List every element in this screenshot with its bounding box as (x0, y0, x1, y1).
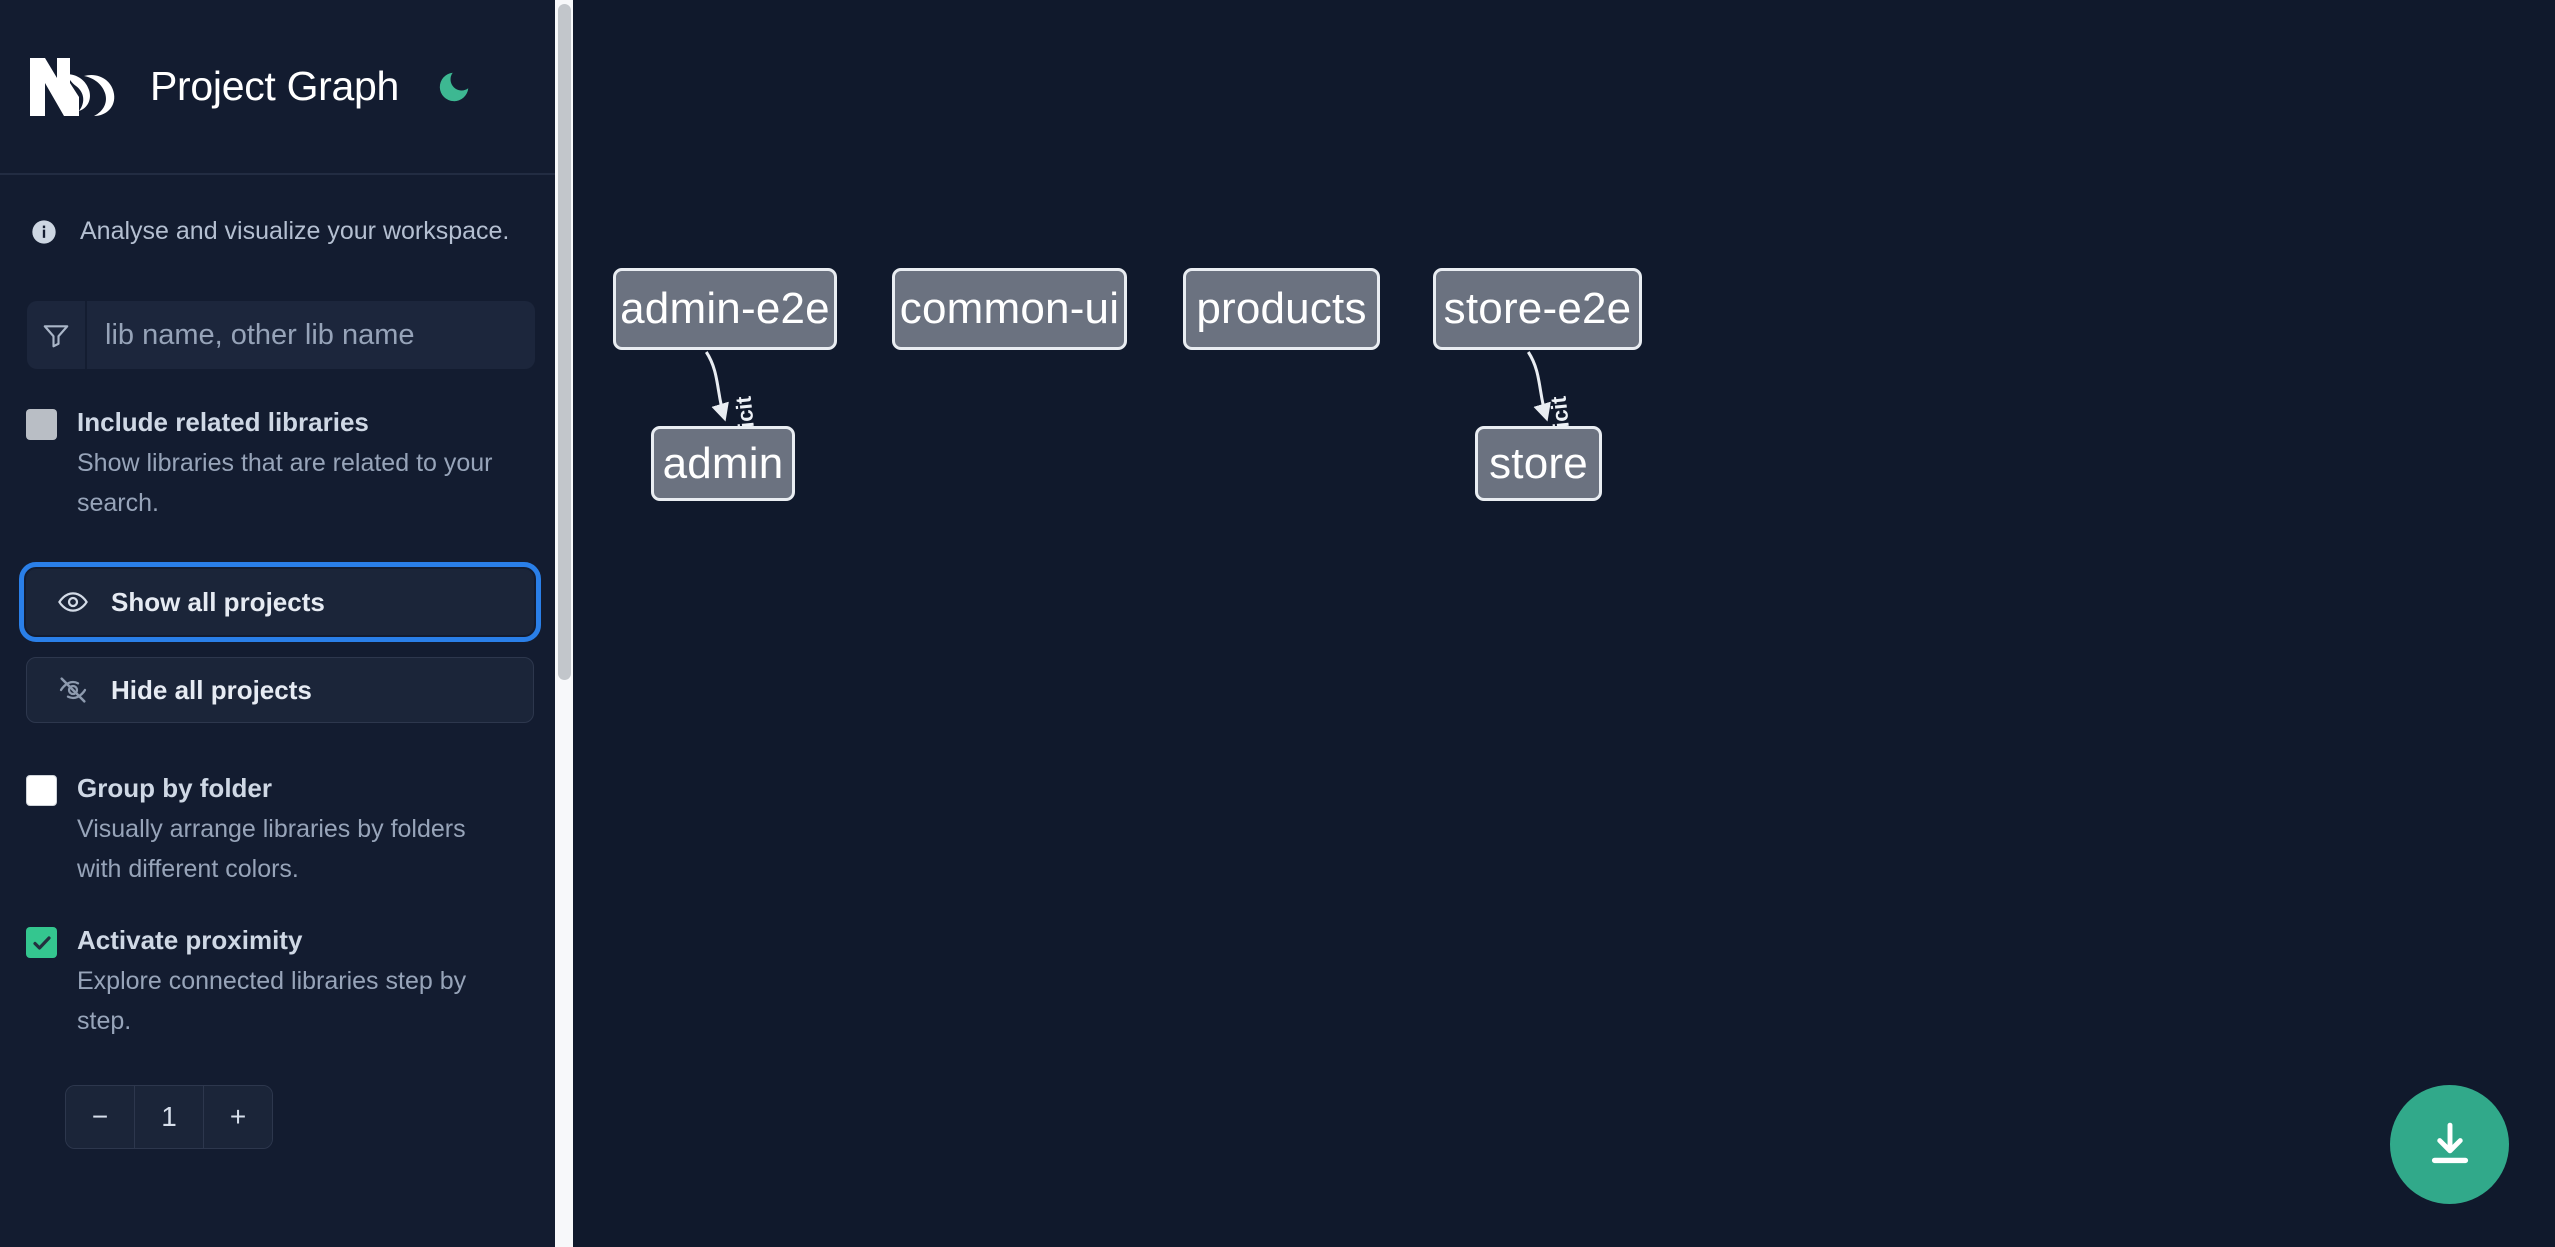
eye-off-icon-svg (59, 677, 87, 703)
check-icon (32, 935, 51, 950)
download-icon (2431, 1122, 2468, 1163)
sidebar-scrollbar-thumb[interactable] (558, 4, 571, 680)
option-title: Include related libraries (77, 407, 369, 437)
proximity-stepper: − 1 + (65, 1085, 273, 1149)
node-label: admin-e2e (620, 284, 830, 333)
node-label: store (1489, 438, 1588, 488)
search-input[interactable] (87, 301, 535, 369)
sidebar-header: Project Graph (0, 0, 555, 175)
edge-admin-e2e-admin (705, 351, 729, 422)
option-description: Explore connected libraries step by step… (77, 967, 467, 1035)
include-related-libraries-checkbox[interactable] (26, 409, 57, 440)
moon-icon[interactable] (431, 64, 477, 110)
moon-icon-svg (439, 72, 469, 101)
option-texts: Activate proximity Explore connected lib… (77, 923, 507, 1041)
option-include-related-libraries: Include related libraries Show libraries… (0, 405, 555, 523)
edge-store-e2e-store (1526, 351, 1551, 422)
info-icon-svg (32, 219, 56, 244)
hide-all-projects-label: Hide all projects (111, 674, 312, 705)
filter-icon-svg (43, 325, 69, 348)
option-title: Group by folder (77, 773, 272, 803)
show-all-projects-button[interactable]: Show all projects (19, 562, 541, 642)
graph-node-products[interactable]: products (1183, 268, 1380, 350)
option-texts: Include related libraries Show libraries… (77, 405, 507, 523)
activate-proximity-checkbox[interactable] (26, 927, 57, 958)
proximity-decrement-button[interactable]: − (66, 1086, 134, 1148)
graph-edges (705, 351, 1551, 422)
option-description: Show libraries that are related to your … (77, 449, 493, 517)
node-label: store-e2e (1443, 284, 1632, 333)
graph-canvas[interactable]: implicit implicit admin-e2e common-ui pr… (555, 0, 2555, 1247)
option-texts: Group by folder Visually arrange librari… (77, 771, 507, 889)
graph-node-store-e2e[interactable]: store-e2e (1433, 268, 1642, 350)
page-title: Project Graph (150, 63, 400, 109)
proximity-value: 1 (134, 1086, 204, 1148)
download-image-button[interactable] (2390, 1085, 2509, 1204)
info-icon (30, 218, 58, 246)
option-description: Visually arrange libraries by folders wi… (77, 815, 466, 883)
tagline-text: Analyse and visualize your workspace. (80, 217, 510, 245)
graph-node-store[interactable]: store (1475, 426, 1602, 501)
sidebar-tagline: Analyse and visualize your workspace. (0, 175, 555, 246)
group-by-folder-checkbox[interactable] (26, 775, 57, 806)
option-group-by-folder: Group by folder Visually arrange librari… (0, 771, 555, 889)
option-title: Activate proximity (77, 925, 303, 955)
hide-all-projects-button[interactable]: Hide all projects (26, 657, 534, 723)
sidebar-scrollbar-track[interactable] (555, 0, 573, 1247)
node-label: products (1196, 284, 1367, 333)
graph-node-common-ui[interactable]: common-ui (892, 268, 1127, 350)
node-label: admin (662, 438, 784, 488)
show-all-projects-label: Show all projects (111, 586, 325, 617)
search-box[interactable] (27, 301, 535, 369)
project-visibility-buttons: Show all projects Hide all projects (0, 562, 555, 723)
filter-icon (27, 301, 87, 369)
proximity-increment-button[interactable]: + (204, 1086, 272, 1148)
eye-icon-svg (58, 592, 88, 612)
eye-off-icon (57, 674, 89, 706)
eye-icon (57, 586, 89, 618)
sidebar: Project Graph Analyse and visualize your… (0, 0, 555, 1247)
graph-node-admin-e2e[interactable]: admin-e2e (613, 268, 837, 350)
graph-node-admin[interactable]: admin (651, 426, 795, 501)
nx-logo-icon (26, 50, 126, 124)
option-activate-proximity: Activate proximity Explore connected lib… (0, 923, 555, 1041)
node-label: common-ui (899, 284, 1120, 333)
